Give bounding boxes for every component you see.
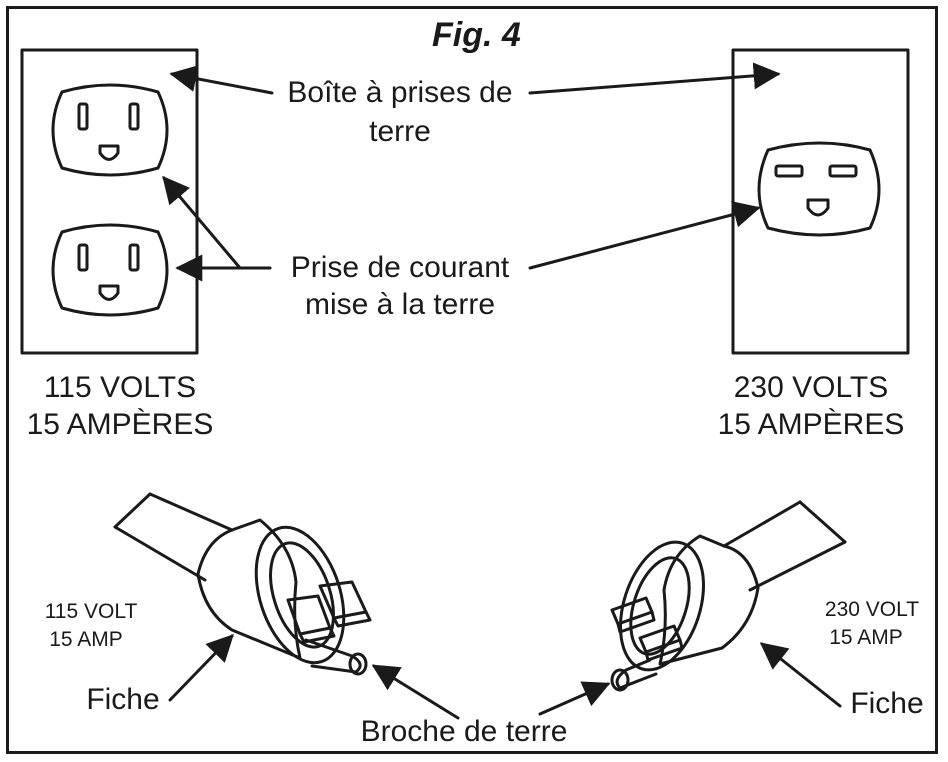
arrow-right-ground-pin — [538, 681, 611, 716]
left-lower-receptacle — [51, 223, 169, 317]
arrow-right-plug — [759, 642, 842, 708]
grounded-outlet-label-line2: mise à la terre — [304, 288, 496, 321]
ground-box-label-line2: terre — [369, 115, 431, 148]
left-plug-label: Fiche — [86, 683, 160, 716]
arrow-left-plug — [168, 634, 234, 702]
right-plug-rating-line1: 230 VOLT — [824, 598, 920, 621]
right-receptacle — [757, 141, 881, 237]
right-plug — [610, 500, 847, 692]
right-plug-label: Fiche — [850, 687, 924, 720]
left-plug-rating-line2: 15 AMP — [49, 628, 123, 651]
arrow-left-ground-pin — [371, 664, 460, 720]
figure-title: Fig. 4 — [432, 16, 521, 54]
left-plug — [113, 492, 372, 676]
left-outlet-box — [20, 48, 199, 355]
arrow-right-box — [528, 62, 781, 95]
right-plug-rating-line2: 15 AMP — [829, 626, 903, 649]
ground-pin-label: Broche de terre — [360, 715, 568, 748]
left-upper-receptacle — [51, 83, 169, 177]
ground-box-label-line1: Boîte à prises de — [287, 76, 513, 109]
left-rating-line1: 115 VOLTS — [43, 371, 197, 404]
left-plug-rating-line1: 115 VOLT — [44, 600, 138, 623]
figure-frame — [6, 6, 938, 754]
arrow-left-box — [169, 65, 274, 95]
arrow-right-outlet — [528, 201, 761, 270]
right-rating-line1: 230 VOLTS — [733, 371, 889, 404]
grounded-outlet-label-line1: Prise de courant — [290, 251, 510, 284]
right-rating-line2: 15 AMPÈRES — [717, 408, 905, 441]
left-rating-line2: 15 AMPÈRES — [26, 408, 214, 441]
arrow-left-upper-outlet — [162, 175, 272, 270]
